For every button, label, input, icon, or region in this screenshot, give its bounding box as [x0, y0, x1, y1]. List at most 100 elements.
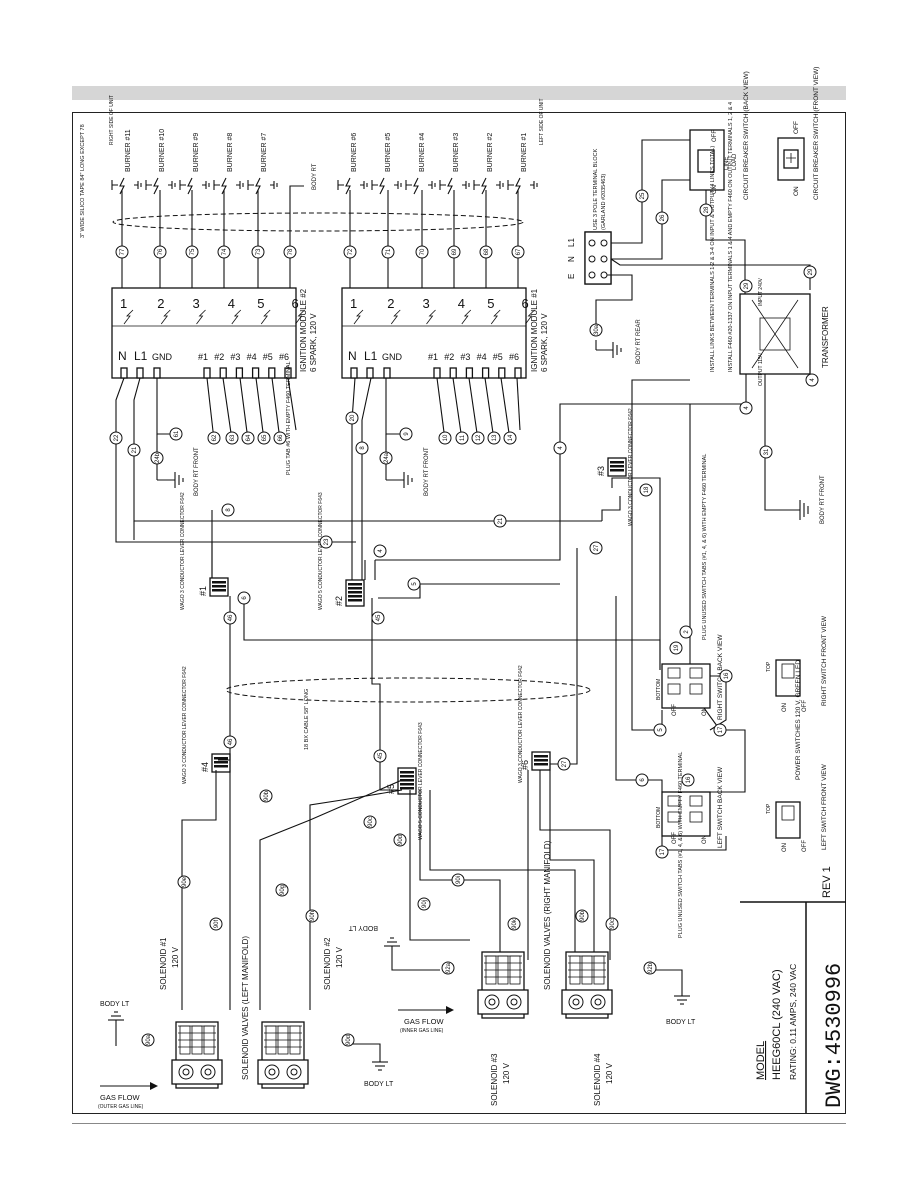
svg-text:72: 72 — [348, 248, 354, 255]
rs-bottom: BOTTOM — [656, 679, 662, 700]
solenoid2-v: 120 V — [335, 946, 344, 968]
svg-text:31: 31 — [764, 448, 770, 455]
svg-text:16: 16 — [686, 776, 692, 783]
wire-number: 29 — [803, 265, 817, 279]
spark-terminal: 4 — [458, 296, 465, 311]
burner-label: BURNER #6 — [351, 133, 358, 172]
wire-number: 90c — [605, 917, 619, 931]
rsf-off: OFF — [802, 700, 808, 712]
burner-label: BURNER #7 — [261, 133, 268, 172]
svg-text:23: 23 — [324, 538, 330, 545]
svg-text:8: 8 — [360, 446, 366, 450]
wire-number: 16 — [681, 773, 695, 787]
footer-rule — [72, 1123, 846, 1124]
ls-back-label: LEFT SWITCH BACK VIEW — [717, 766, 724, 848]
svg-text:12: 12 — [476, 434, 482, 441]
revision: REV 1 — [821, 866, 833, 898]
lsf-on: ON — [782, 843, 788, 852]
solenoid3-v: 120 V — [502, 1062, 511, 1084]
burner-wire-number: 74 — [217, 245, 231, 259]
left-manifold-label: SOLENOID VALVES (LEFT MANIFOLD) — [241, 936, 250, 1080]
svg-text:69: 69 — [452, 248, 458, 255]
svg-text:5: 5 — [658, 728, 664, 732]
solenoid4-name: SOLENOID #4 — [593, 1053, 602, 1106]
power-terminal: GND — [152, 352, 173, 362]
spark-terminal: 3 — [423, 296, 430, 311]
body-rt-rear: BODY RT REAR — [636, 319, 642, 364]
svg-text:5: 5 — [412, 582, 418, 586]
breaker-load: LOAD — [732, 153, 738, 170]
svg-text:75: 75 — [190, 248, 196, 255]
wire-number: 31 — [759, 445, 773, 459]
ls-off: OFF — [672, 832, 678, 844]
body-lt-2: BODY LT — [364, 1081, 394, 1088]
ground-module2: BODY RT FRONT — [157, 447, 200, 496]
power-terminal: N — [118, 349, 127, 363]
burner-wire-number: 69 — [447, 245, 461, 259]
burner: BURNER #975 — [179, 133, 210, 288]
burner-wire-number: 71 — [381, 245, 395, 259]
solenoid1-name: SOLENOID #1 — [159, 937, 168, 990]
burner-wire-number: 70 — [415, 245, 429, 259]
wire-number: 14 — [503, 431, 517, 445]
wire-number: 20 — [345, 411, 359, 425]
breaker-front: OFF ON CIRCUIT BREAKER SWITCH (FRONT VIE… — [777, 67, 820, 200]
transformer-note1: INSTALL LINKS BETWEEN TERMINALS 1-2 & 3-… — [710, 146, 716, 372]
ls-on: ON — [702, 835, 708, 844]
wire-number: 4 — [553, 441, 567, 455]
drawing-number: DWG:4530996 — [822, 963, 847, 1108]
spark-terminal: 5 — [487, 296, 494, 311]
wire-number: 24b — [150, 451, 164, 465]
wire-number: 4 — [805, 373, 819, 387]
solenoid-valve-3 — [477, 951, 529, 1019]
svg-text:90c: 90c — [610, 919, 616, 929]
svg-text:92b: 92b — [648, 962, 654, 973]
plug-tab-note: PLUG TAB #6 WITH EMPTY F460 TERMINAL — [286, 361, 292, 475]
solenoid3-name: SOLENOID #3 — [490, 1053, 499, 1106]
solenoid-valve-1 — [171, 1021, 223, 1089]
svg-text:8: 8 — [226, 508, 232, 512]
svg-text:14: 14 — [508, 434, 514, 441]
svg-text:46: 46 — [228, 738, 234, 745]
transformer-note2: INSTALL F460 #20-1337 ON INPUT TERMINALS… — [728, 102, 734, 372]
wago-number: #5 — [386, 784, 396, 794]
svg-text:90g: 90g — [280, 885, 286, 895]
spark-terminal: 6 — [522, 296, 529, 311]
svg-text:46: 46 — [228, 614, 234, 621]
wire-number: 90k — [507, 917, 521, 931]
svg-text:27: 27 — [594, 544, 600, 551]
svg-text:4: 4 — [810, 378, 816, 382]
wago-number: #2 — [334, 596, 344, 606]
wire-number: 26 — [655, 211, 669, 225]
wire-number: 45 — [373, 749, 387, 763]
wire-number: 90d — [393, 833, 407, 847]
spark-terminal: 4 — [228, 296, 235, 311]
header-band — [72, 86, 846, 100]
body-rt-78: BODY RT — [312, 163, 318, 190]
transformer: INPUT 240V OUTPUT 115V TRANSFORMER INSTA… — [710, 102, 830, 386]
wire-number: 90a — [141, 1033, 155, 1047]
spark-terminal: 3 — [193, 296, 200, 311]
breaker-front-label: CIRCUIT BREAKER SWITCH (FRONT VIEW) — [813, 67, 820, 200]
wire-number: 6 — [635, 773, 649, 787]
wire-number: 63 — [225, 431, 239, 445]
wire-number: 90e — [177, 875, 191, 889]
wire-number: 12 — [471, 431, 485, 445]
svg-text:71: 71 — [386, 248, 392, 255]
model-label: MODEL — [755, 1041, 767, 1080]
wire-number: 90b — [259, 789, 273, 803]
wire-number: 90d — [341, 1033, 355, 1047]
silico-tape-ellipse — [112, 212, 524, 232]
svg-text:90c: 90c — [368, 817, 374, 827]
wire-number: 90c — [363, 815, 377, 829]
svg-text:29: 29 — [744, 282, 750, 289]
rsf-label: RIGHT SWITCH FRONT VIEW — [821, 615, 828, 706]
power-terminal: N — [348, 349, 357, 363]
body-rt-front-2: BODY RT FRONT — [424, 447, 430, 496]
output-terminal: #5 — [493, 352, 503, 362]
